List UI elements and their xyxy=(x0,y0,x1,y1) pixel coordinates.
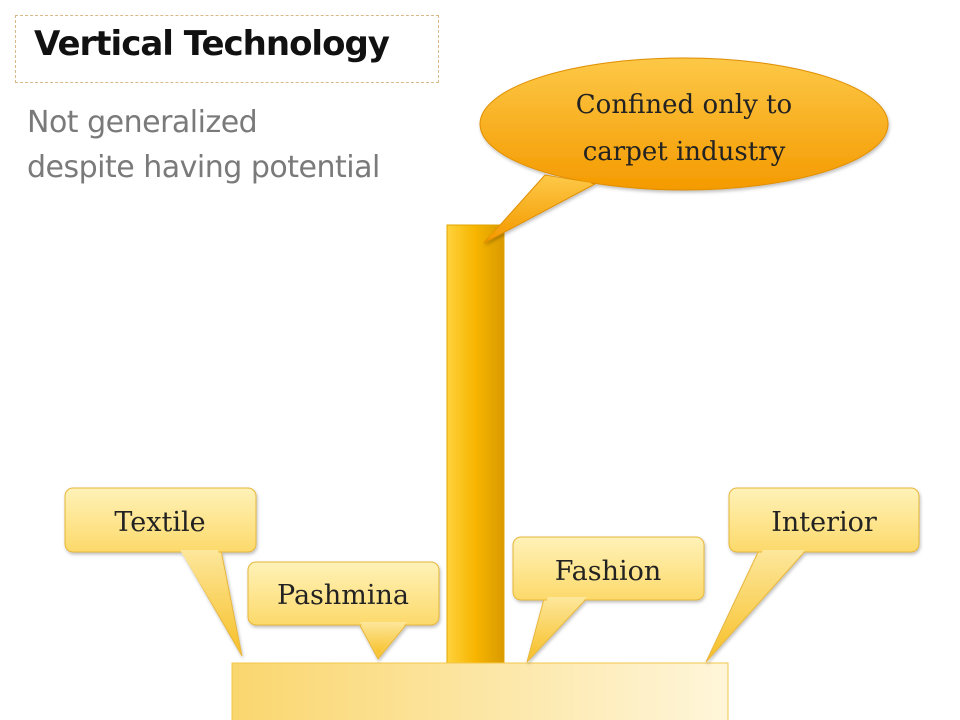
callout-top-line-2: carpet industry xyxy=(583,137,786,167)
callout-fashion-label: Fashion xyxy=(555,556,662,587)
callout-interior-label: Interior xyxy=(771,507,877,538)
pillar xyxy=(446,224,505,667)
subtitle-line-2: despite having potential xyxy=(27,150,380,185)
callout-interior xyxy=(705,487,920,663)
subtitle-line-1: Not generalized xyxy=(27,105,258,140)
callout-pashmina-label: Pashmina xyxy=(277,580,409,611)
callout-top-line-1: Confined only to xyxy=(576,90,792,120)
callout-top xyxy=(479,57,889,244)
title-box xyxy=(15,15,439,83)
callout-textile-label: Textile xyxy=(114,507,205,538)
subtitle: Not generalized despite having potential xyxy=(27,100,380,190)
callout-fashion xyxy=(512,536,705,663)
callout-pashmina xyxy=(247,561,440,660)
base-block xyxy=(231,662,729,720)
page-title: Vertical Technology xyxy=(34,24,390,64)
callout-textile xyxy=(64,487,257,657)
